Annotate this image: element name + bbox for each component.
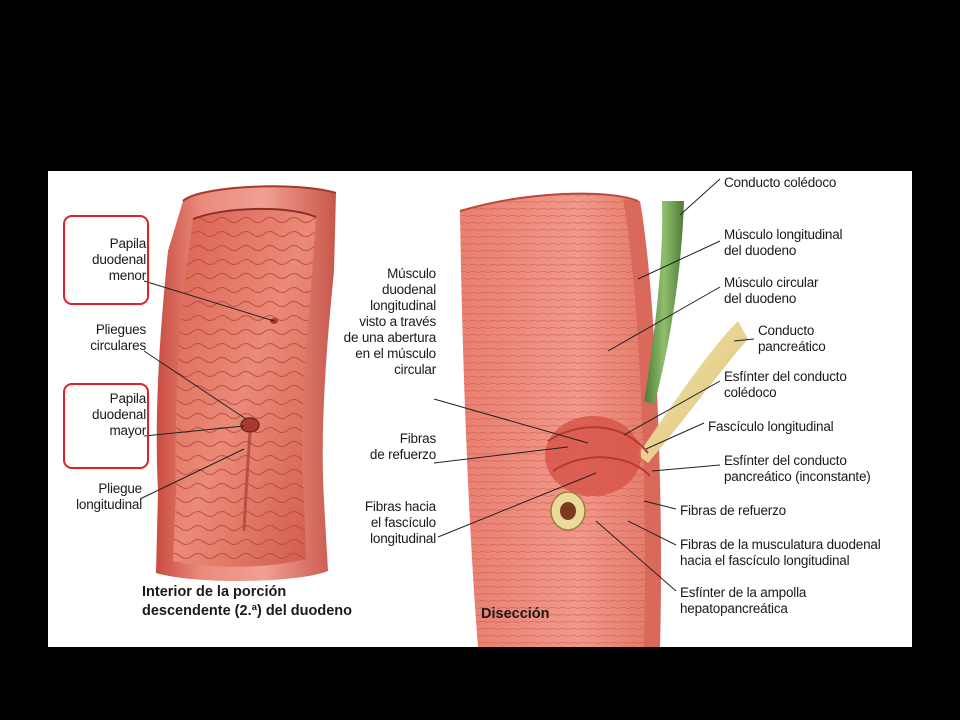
anatomy-illustration bbox=[139, 178, 755, 647]
label-fibras-de-refuerzo-right: Fibras de refuerzo bbox=[680, 503, 786, 518]
highlight-box-papila-mayor bbox=[63, 383, 149, 469]
label-papila-menor: Papila duodenal menor bbox=[92, 236, 146, 283]
label-fibras-de-refuerzo-center: Fibras de refuerzo bbox=[369, 431, 436, 462]
label-esfinter-conducto-coledoco: Esfínter del conducto colédoco bbox=[724, 369, 847, 400]
caption-diseccion: Disección bbox=[481, 606, 550, 622]
label-pliegue-longitudinal: Pliegue longitudinal bbox=[76, 481, 142, 512]
highlight-box-papila-menor bbox=[63, 215, 149, 305]
leader-lines bbox=[139, 178, 755, 592]
label-conducto-coledoco: Conducto colédoco bbox=[724, 175, 837, 190]
label-esfinter-ampolla: Esfínter de la ampolla hepatopancreática bbox=[680, 585, 807, 616]
caption-interior: Interior de la porción descendente (2.ª)… bbox=[142, 584, 353, 619]
label-musculo-longitudinal-duodeno: Músculo longitudinal del duodeno bbox=[724, 227, 843, 258]
label-conducto-pancreatico: Conducto pancreático bbox=[758, 323, 826, 354]
figure-panel: Papila duodenal menor Pliegues circulare… bbox=[48, 171, 912, 647]
label-fibras-musculatura-duodenal: Fibras de la musculatura duodenal hacia … bbox=[680, 537, 881, 568]
label-musculo-circular-duodeno: Músculo circular del duodeno bbox=[724, 275, 819, 306]
duodenum-interior-drawing bbox=[156, 185, 337, 582]
label-papila-mayor: Papila duodenal mayor bbox=[92, 391, 146, 438]
label-fasciculo-longitudinal: Fascículo longitudinal bbox=[708, 419, 834, 434]
label-fibras-hacia-fasciculo: Fibras hacia el fascículo longitudinal bbox=[364, 499, 436, 546]
dissection-drawing bbox=[459, 192, 748, 647]
label-musculo-duodenal-longitudinal: Músculo duodenal longitudinal visto a tr… bbox=[343, 266, 437, 377]
label-pliegues-circulares: Pliegues circulares bbox=[90, 322, 146, 353]
label-esfinter-conducto-pancreatico: Esfínter del conducto pancreático (incon… bbox=[724, 453, 871, 484]
